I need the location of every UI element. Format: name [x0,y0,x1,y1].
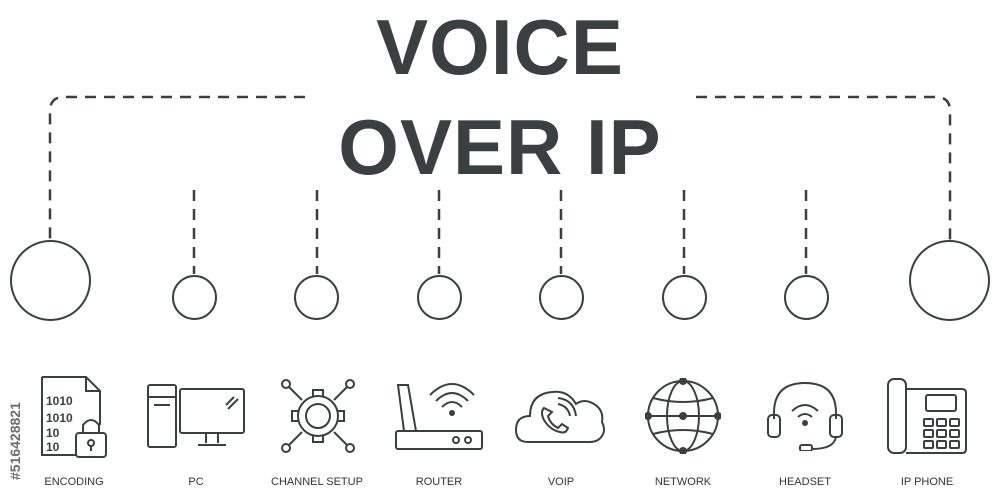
label-voip: VOIP [547,476,575,488]
svg-text:1010: 1010 [46,394,73,408]
left-bracket-line [48,95,305,240]
node-voip [539,275,584,320]
title-line-voice: VOICE [376,3,624,91]
gear-network-icon [281,379,355,453]
node-router [417,275,462,320]
svg-text:1010: 1010 [46,411,73,425]
stock-watermark-text: #516428821 [7,402,23,480]
label-ip-phone: IP PHONE [900,476,954,488]
svg-text:10: 10 [46,440,60,454]
node-channel-setup [294,275,339,320]
globe-network-icon [645,378,721,454]
wifi-router-icon [395,383,483,450]
label-encoding: ENCODING [44,476,104,488]
label-pc: PC [188,476,204,488]
ip-phone-icon [887,378,967,454]
node-network [662,275,707,320]
label-channel-setup: CHANNEL SETUP [271,476,363,488]
headset-icon [767,381,843,451]
node-headset [784,275,829,320]
stock-watermark: #516428821 [4,262,24,482]
cloud-phone-icon [514,390,605,443]
desktop-computer-icon [147,384,245,448]
right-bracket-line [696,95,952,240]
node-encoding [10,240,91,321]
label-network: NETWORK [654,476,712,488]
title-line-over-ip: OVER IP [338,103,662,191]
label-headset: HEADSET [779,476,831,488]
label-router: ROUTER [415,476,463,488]
node-ip-phone [909,240,990,321]
node-pc [172,275,217,320]
svg-text:10: 10 [46,426,60,440]
